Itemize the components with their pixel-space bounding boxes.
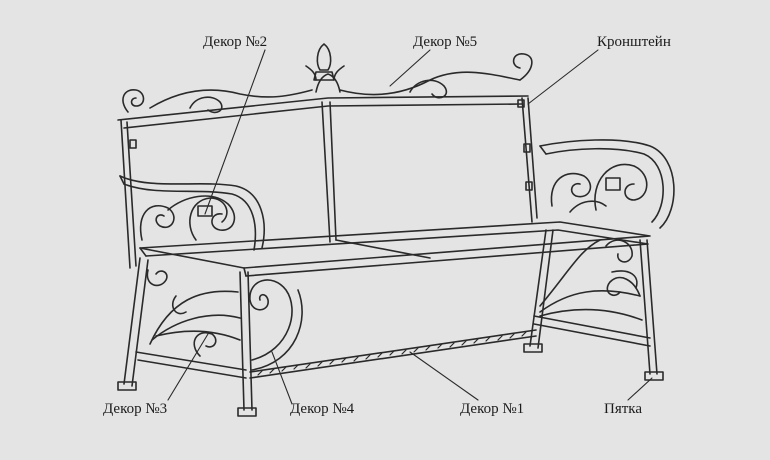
leader-bracket xyxy=(527,49,599,105)
leader-decor-4 xyxy=(271,351,293,405)
decor-1-twisted-bar xyxy=(249,329,537,379)
leader-decor-3 xyxy=(167,333,209,401)
label-decor-3: Декор №3 xyxy=(103,401,168,417)
label-decor-4: Декор №4 xyxy=(290,401,355,417)
right-armrest-scrolls xyxy=(550,163,648,213)
leader-decor-1 xyxy=(409,351,479,401)
label-bracket: Кронштейн xyxy=(597,34,671,50)
label-decor-5: Декор №5 xyxy=(413,34,478,50)
label-heel: Пятка xyxy=(604,401,643,417)
decor-3-side-panel xyxy=(146,269,241,357)
left-armrest xyxy=(119,175,265,251)
leader-heel xyxy=(627,377,653,401)
seat-frame xyxy=(139,221,651,277)
label-decor-2: Декор №2 xyxy=(203,34,268,50)
leader-lines xyxy=(167,49,653,405)
right-armrest xyxy=(539,139,675,229)
heels xyxy=(117,343,664,417)
leader-decor-2 xyxy=(204,49,266,215)
right-side-panel-decor xyxy=(539,239,643,321)
backrest-frame xyxy=(117,95,538,269)
decor-4-scroll xyxy=(249,279,303,371)
decor-5-crest xyxy=(122,43,533,114)
leader-decor-5 xyxy=(389,49,431,87)
label-decor-1: Декор №1 xyxy=(460,401,525,417)
decor-2-scrolls xyxy=(139,195,236,241)
